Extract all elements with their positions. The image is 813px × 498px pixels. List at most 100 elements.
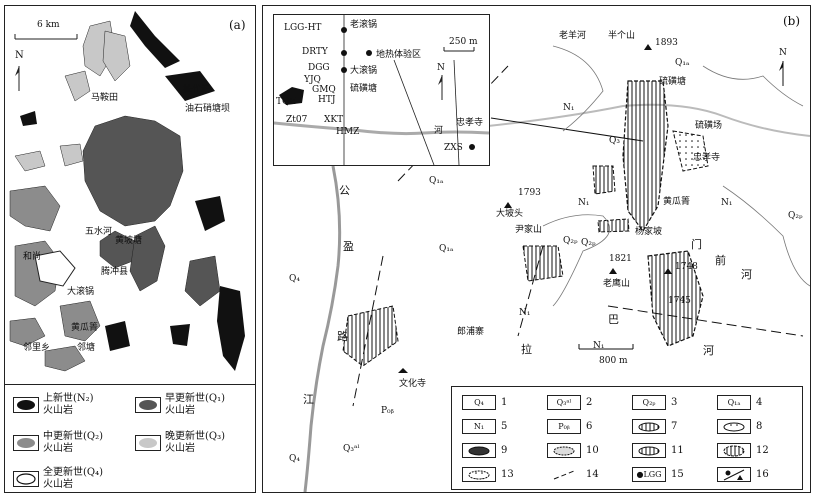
place-b-7: 硫磺场 (695, 121, 723, 131)
legend-a-item-2: 中更新世(Q₂)火山岩 (13, 431, 103, 455)
legend-b-14-sym (547, 467, 581, 482)
legend-a-sub-1: 火山岩 (165, 405, 195, 416)
legend-b-4-sym: Q₁ₐ (717, 395, 751, 410)
place-b-25: N₁ (519, 308, 531, 318)
legend-b-10-sym (547, 443, 581, 458)
place-a-2: 油石硝塘坝 (185, 104, 231, 114)
legend-a-sub-2: 火山岩 (43, 443, 73, 454)
place-b-21: 1748 (675, 262, 698, 272)
legend-a-item-0: 上新世(N₂)火山岩 (13, 393, 94, 417)
inset-label-15: ZXS (444, 143, 463, 153)
place-b-6: Q₃ (609, 136, 620, 146)
legend-b-3-sym: Q₂ₚ (632, 395, 666, 410)
place-b-35: 江 (303, 393, 314, 406)
place-b-10: 大坡头 (496, 209, 524, 219)
legend-b-13-num: 13 (501, 469, 514, 480)
legend-b-6-sym: P₀ᵦ (547, 419, 581, 434)
legend-b-16-sym (717, 467, 751, 482)
place-a-4: 黄坡塘 (115, 236, 143, 246)
scale-label-a: 6 km (37, 20, 60, 30)
inset-label-10: TQE (276, 97, 296, 107)
place-b-28: 拉 (521, 343, 532, 356)
legend-b-8-num: 8 (756, 421, 763, 432)
inset-svg (274, 15, 489, 165)
inset-label-12: XKT (324, 115, 344, 125)
inset-label-8: GMQ (312, 85, 336, 95)
legend-b-9: 9 (462, 443, 507, 458)
legend-a-item-1: 早更新世(Q₁)火山岩 (135, 393, 225, 417)
place-b-34: Q₄ (289, 274, 300, 284)
place-b-14: N₁ (721, 198, 733, 208)
legend-a-label-2: 中更新世(Q₂) (43, 431, 104, 442)
north-label-b: N (779, 48, 787, 58)
inset-label-1: 老滚锅 (350, 20, 378, 30)
legend-b-15-sym: ● LGG (632, 467, 666, 482)
place-a-9: 邻里乡 (23, 343, 51, 353)
place-b-1: 半个山 (608, 31, 636, 41)
inset-label-6: 硫磺塘 (350, 84, 378, 94)
place-b-18: 杨家坡 (635, 227, 663, 237)
legend-b-12-num: 12 (756, 445, 769, 456)
inset-label-7: YJQ (304, 75, 321, 85)
place-a-8: 黄瓜箐 (71, 323, 99, 333)
place-a-5: 和尚 (23, 252, 42, 262)
inset-label-3: 地热体验区 (376, 50, 422, 60)
place-b-36: P₀ᵦ (381, 406, 394, 416)
place-a-6: 腾冲县 (101, 267, 129, 277)
inset-scale: 250 m (449, 37, 478, 47)
place-b-30: N₁ (593, 341, 605, 351)
legend-b-14-num: 14 (586, 469, 599, 480)
legend-b-3-num: 3 (671, 397, 678, 408)
legend-b-11-num: 11 (671, 445, 684, 456)
panel-a-svg (9, 11, 245, 372)
panel-a-map: (a) 6 km N 扯雀塘 马鞍田 油石硝塘坝 五水河 黄坡塘 和尚 腾冲县 … (4, 5, 256, 493)
place-b-23: 前 (715, 254, 726, 267)
place-b-20: 老鹰山 (603, 279, 631, 289)
place-b-9: Q₁ₐ (429, 176, 444, 186)
place-a-10: 邻塘 (77, 343, 96, 353)
place-b-12: N₁ (578, 198, 590, 208)
inset-label-9: HTJ (318, 95, 336, 105)
legend-b-2-sym: Q₃ᵃˡ (547, 395, 581, 410)
panel-a-label: (a) (229, 18, 246, 32)
legend-b-2-num: 2 (586, 397, 593, 408)
place-b-16: 尹家山 (515, 225, 543, 235)
legend-b-1-sym: Q₄ (462, 395, 496, 410)
place-b-22: 门 (691, 238, 702, 251)
legend-b-14: 14 (547, 467, 599, 482)
legend-b-8-sym (717, 419, 751, 434)
place-a-7: 大滚锅 (67, 287, 95, 297)
legend-b-13: 13 (462, 467, 514, 482)
place-b-0: 老羊河 (559, 31, 587, 41)
place-b-5: N₁ (563, 103, 575, 113)
place-b-29: 河 (703, 344, 714, 357)
inset-label-11: Zt07 (286, 115, 308, 125)
legend-b-11-sym (632, 443, 666, 458)
place-b-17: Q₂ₚ (581, 238, 596, 248)
place-a-3: 五水河 (85, 227, 113, 237)
place-b-4: 硫磺塘 (659, 77, 687, 87)
place-b-42: 1745 (668, 296, 691, 306)
legend-a-label-4: 全更新世(Q₄) (43, 467, 104, 478)
panel-b-map: (b) LGG-HT 老滚锅 DRTY 地热体验区 DGG 大滚锅 硫磺塘 YJ… (262, 5, 811, 493)
place-b-8: 忠孝寺 (693, 153, 721, 163)
legend-b-16: 16 (717, 467, 769, 482)
legend-b-7-sym (632, 419, 666, 434)
place-b-11: 1793 (518, 188, 541, 198)
legend-b-7-num: 7 (671, 421, 678, 432)
legend-b-12-sym (717, 443, 751, 458)
legend-b-13-sym (462, 467, 496, 482)
legend-b-9-sym (462, 443, 496, 458)
inset-label-13: HMZ (336, 127, 360, 137)
place-a-0: 扯雀塘 (183, 85, 211, 95)
place-b-26: 郎浦寨 (457, 327, 485, 337)
inset-north: N (437, 63, 445, 73)
inset-label-5: 大滚锅 (350, 66, 378, 76)
legend-b-5-num: 5 (501, 421, 508, 432)
place-b-39: 文化寺 (399, 379, 427, 389)
legend-a-sub-4: 火山岩 (43, 479, 73, 490)
legend-b-6-num: 6 (586, 421, 593, 432)
